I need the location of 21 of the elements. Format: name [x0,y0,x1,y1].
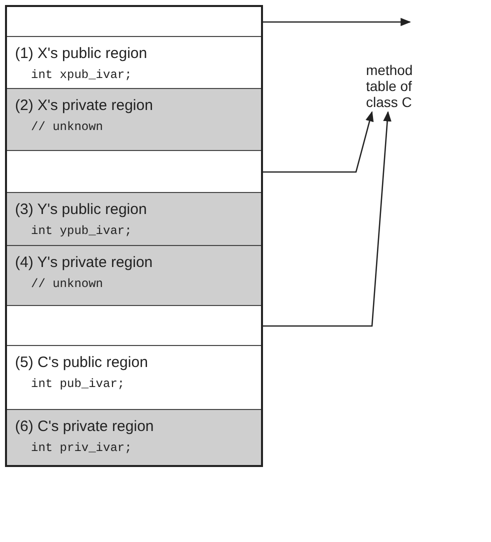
pointer-arrow [261,111,374,173]
region-heading: (5) C's public region [15,354,148,371]
pointer-arrow [261,18,412,26]
code-line: int pub_ivar; [31,377,125,391]
region-heading: (6) C's private region [15,418,154,435]
region-heading: (1) X's public region [15,45,148,62]
region-heading: (4) Y's private region [15,254,153,271]
code-line: int priv_ivar; [31,441,132,455]
shaded-region-row [7,89,261,151]
code-line: int xpub_ivar; [31,68,132,82]
region-heading: (3) Y's public region [15,201,147,218]
pointer-arrow [261,110,392,327]
memory-layout-box [5,5,263,467]
code-line: int ypub_ivar; [31,224,132,238]
method-table-label: method table of class C [366,62,426,110]
shaded-region-row [7,193,261,246]
code-line: // unknown [31,277,104,291]
shaded-region-row [7,410,261,465]
region-heading: (2) X's private region [15,97,153,114]
shaded-region-row [7,246,261,306]
code-line: // unknown [31,120,104,134]
